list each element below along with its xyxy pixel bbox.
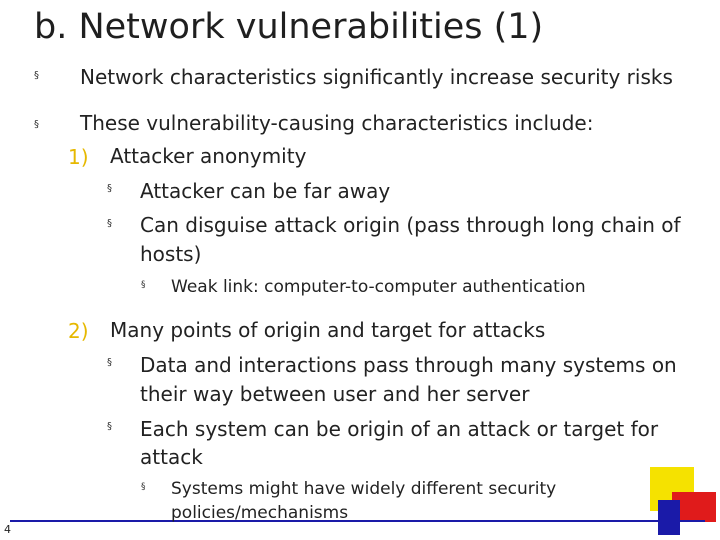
sub-bullet-text-cont: attack [140, 445, 203, 469]
footer-rule [10, 520, 705, 522]
sub-bullet-text: Attacker can be far away [140, 179, 391, 203]
page-number: 4 [4, 523, 11, 536]
sub-bullet-text: Data and interactions pass through many … [140, 353, 677, 377]
bullet-icon: § [141, 482, 146, 492]
decor-block-blue [658, 500, 680, 535]
sub-sub-bullet-text: Systems might have widely different secu… [171, 479, 557, 499]
sub-bullet-text-cont: hosts) [140, 242, 202, 266]
bullet-icon: § [141, 280, 146, 290]
sub-sub-bullet-text-cont: policies/mechanisms [171, 503, 349, 523]
sub-sub-bullet-text: Weak link: computer-to-computer authenti… [171, 277, 586, 297]
numbered-item-text: Attacker anonymity [110, 144, 307, 168]
slide-title: b. Network vulnerabilities (1) [34, 7, 544, 47]
list-number: 2) [68, 319, 89, 343]
sub-bullet-text: Can disguise attack origin (pass through… [140, 213, 681, 237]
sub-bullet-text-cont: their way between user and her server [140, 382, 530, 406]
bullet-icon: § [107, 218, 112, 229]
bullet-icon: § [34, 70, 39, 81]
bullet-icon: § [107, 357, 112, 368]
sub-bullet-text: Each system can be origin of an attack o… [140, 417, 659, 441]
bullet-text: These vulnerability-causing characterist… [80, 111, 594, 135]
list-number: 1) [68, 145, 89, 169]
bullet-icon: § [107, 421, 112, 432]
bullet-text: Network characteristics significantly in… [80, 65, 673, 89]
numbered-item-text: Many points of origin and target for att… [110, 318, 546, 342]
bullet-icon: § [107, 183, 112, 194]
bullet-icon: § [34, 119, 39, 130]
